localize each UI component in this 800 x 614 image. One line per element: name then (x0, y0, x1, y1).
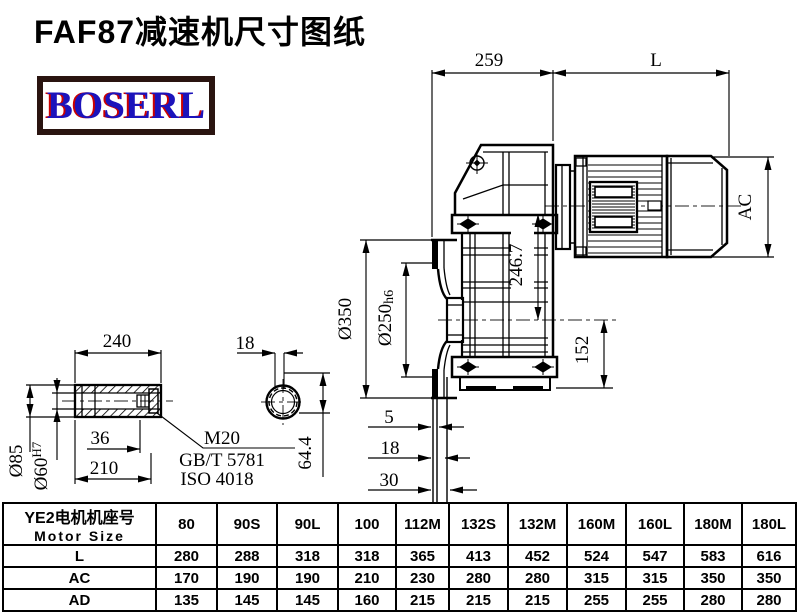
table-cell: 160 (337, 588, 397, 612)
table-cell: 616 (741, 544, 797, 568)
note-std2: ISO 4018 (180, 469, 253, 490)
table-row-AC: AC 170 190 190 210 230 280 280 315 315 3… (2, 566, 797, 590)
dim-label-240: 240 (103, 331, 132, 352)
table-cell: 215 (448, 588, 509, 612)
dim-label-center-height: 246.7 (506, 244, 527, 287)
table-header-motor-size: YE2电机机座号 Motor Size (2, 502, 157, 546)
table-cell: 583 (683, 544, 743, 568)
dim-label-motor-length: L (650, 50, 662, 71)
bolt-symbol-icon (466, 152, 488, 174)
table-cell: 190 (276, 566, 339, 590)
table-header-row: YE2电机机座号 Motor Size 80 90S 90L 100 112M … (2, 502, 797, 546)
hollow-shaft-detail (73, 383, 295, 449)
table-col-header: 132S (448, 502, 509, 546)
dim-label-30: 30 (380, 470, 399, 491)
motor-size-table: YE2电机机座号 Motor Size 80 90S 90L 100 112M … (2, 502, 797, 612)
table-cell: 170 (155, 566, 218, 590)
dimension-lines (360, 70, 774, 502)
note-thread: M20 (204, 428, 240, 449)
table-col-header: 180M (683, 502, 743, 546)
dim-label-259: 259 (475, 50, 504, 71)
shaft-dimension-lines (26, 350, 330, 484)
table-cell: 318 (337, 544, 397, 568)
table-cell: 255 (566, 588, 627, 612)
table-cell: 280 (507, 566, 568, 590)
row-label: L (2, 544, 157, 568)
table-cell: 350 (683, 566, 743, 590)
fan-cowl (665, 154, 729, 259)
dim-label-152: 152 (572, 336, 593, 365)
table-cell: 315 (566, 566, 627, 590)
dim-label-36: 36 (91, 428, 110, 449)
table-cell: 145 (216, 588, 278, 612)
dim-label-od: Ø85 (6, 445, 27, 478)
table-cell: 524 (566, 544, 627, 568)
dim-label-motor-dia: AC (735, 194, 756, 220)
center-lines (62, 205, 744, 425)
bore-cross-section (265, 353, 301, 420)
table-col-header: 160M (566, 502, 627, 546)
table-cell: 288 (216, 544, 278, 568)
row-label: AC (2, 566, 157, 590)
brand-logo: BOSERL (37, 76, 215, 135)
table-cell: 135 (155, 588, 218, 612)
table-row-L: L 280 288 318 318 365 413 452 524 547 58… (2, 544, 797, 568)
table-cell: 280 (155, 544, 218, 568)
table-col-header: 180L (741, 502, 797, 546)
table-cell: 452 (507, 544, 568, 568)
flange-bolt-icons (457, 216, 554, 375)
page-title: FAF87减速机尺寸图纸 (34, 14, 367, 50)
table-col-header: 90L (276, 502, 339, 546)
dim-mask (511, 231, 534, 299)
table-cell: 365 (395, 544, 450, 568)
dim-label-bore: Ø60H7 (29, 441, 52, 490)
row-label: AD (2, 588, 157, 612)
table-col-header: 90S (216, 502, 278, 546)
table-cell: 215 (395, 588, 450, 612)
table-cell: 547 (625, 544, 685, 568)
table-col-header: 112M (395, 502, 450, 546)
table-cell: 280 (448, 566, 509, 590)
note-std1: GB/T 5781 (179, 450, 265, 471)
table-col-header: 100 (337, 502, 397, 546)
brand-logo-text: BOSERL (46, 84, 206, 127)
table-cell: 215 (507, 588, 568, 612)
output-flange (431, 238, 465, 400)
shaft-dim-arrows (26, 349, 327, 483)
table-cell: 318 (276, 544, 339, 568)
gearbox-housing (450, 143, 559, 391)
dim-label-5: 5 (384, 407, 394, 428)
table-cell: 280 (741, 588, 797, 612)
dim-label-pilot: Ø250h6 (375, 290, 397, 346)
table-cell: 350 (741, 566, 797, 590)
table-cell: 315 (625, 566, 685, 590)
table-col-header: 80 (155, 502, 218, 546)
dim-arrows (362, 69, 772, 494)
table-cell: 230 (395, 566, 450, 590)
table-col-header: 160L (625, 502, 685, 546)
dim-label-210: 210 (90, 458, 119, 479)
dim-label-flange-od: Ø350 (335, 298, 356, 340)
table-cell: 145 (276, 588, 339, 612)
table-cell: 190 (216, 566, 278, 590)
motor (554, 154, 729, 259)
table-cell: 280 (683, 588, 743, 612)
table-cell: 255 (625, 588, 685, 612)
dim-label-key-width: 18 (236, 333, 255, 354)
table-row-AD: AD 135 145 145 160 215 215 215 255 255 2… (2, 588, 797, 612)
table-cell: 413 (448, 544, 509, 568)
table-cell: 210 (337, 566, 397, 590)
table-col-header: 132M (507, 502, 568, 546)
dim-label-18: 18 (381, 438, 400, 459)
dim-label-key-height: 64.4 (295, 436, 316, 470)
